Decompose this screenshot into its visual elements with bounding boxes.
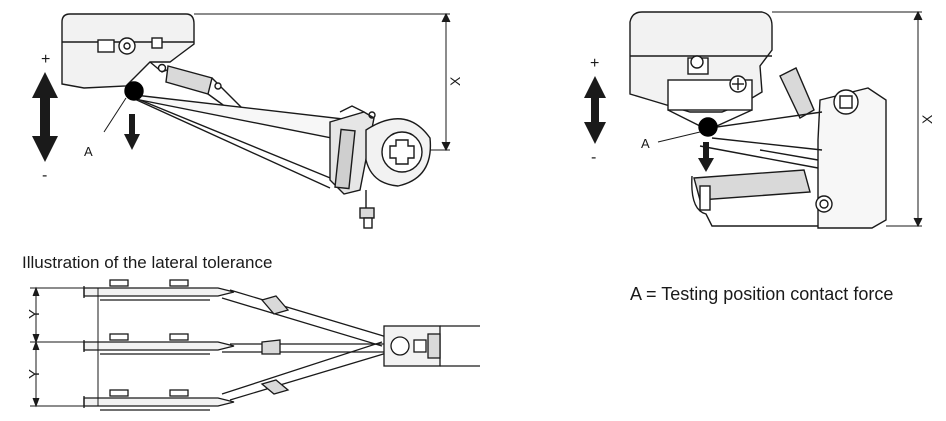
lateral-tolerance-figure: [30, 279, 480, 411]
left-arm: [125, 93, 353, 189]
right-contact-point-a: [698, 117, 718, 137]
right-force-arrow: [698, 142, 714, 172]
right-arm: [699, 111, 823, 169]
legend-testing-position: A = Testing position contact force: [630, 284, 894, 304]
left-pivot: [365, 118, 432, 187]
lateral-shoe-middle: [83, 333, 235, 355]
lateral-y-label-upper: Y: [26, 309, 43, 319]
left-screw: [359, 190, 375, 229]
lateral-y-label-lower: Y: [26, 369, 43, 379]
right-dimension-label: X: [919, 114, 935, 124]
left-force-arrow: [124, 114, 140, 150]
left-housing: [61, 13, 195, 89]
right-dimension-x: [772, 10, 923, 228]
left-minus-label: -: [42, 167, 47, 184]
right-minus-label: -: [591, 149, 596, 166]
lateral-shoe-top: [83, 279, 235, 301]
left-dimension-x: [194, 12, 451, 152]
left-updown-arrow: [32, 72, 58, 162]
lateral-shoe-bottom: [83, 389, 235, 411]
left-dimension-label: X: [447, 76, 463, 86]
left-point-label: A: [84, 144, 93, 159]
right-bracket: [815, 87, 887, 229]
right-housing: [629, 11, 773, 131]
right-spring: [779, 67, 815, 119]
right-point-label: A: [641, 136, 650, 151]
right-collector-figure: [584, 10, 923, 229]
left-contact-point-a: [124, 81, 144, 101]
right-plus-label: +: [590, 55, 599, 72]
lateral-tolerance-caption: Illustration of the lateral tolerance: [22, 253, 273, 272]
right-updown-arrow: [584, 76, 606, 144]
right-damper: [691, 169, 818, 227]
lateral-arms: [221, 289, 391, 401]
lateral-dimension-y: [30, 286, 99, 408]
left-clamp: [329, 105, 376, 195]
lateral-pivot: [383, 325, 480, 367]
left-collector-figure: [32, 12, 451, 229]
left-plus-label: +: [41, 51, 50, 68]
